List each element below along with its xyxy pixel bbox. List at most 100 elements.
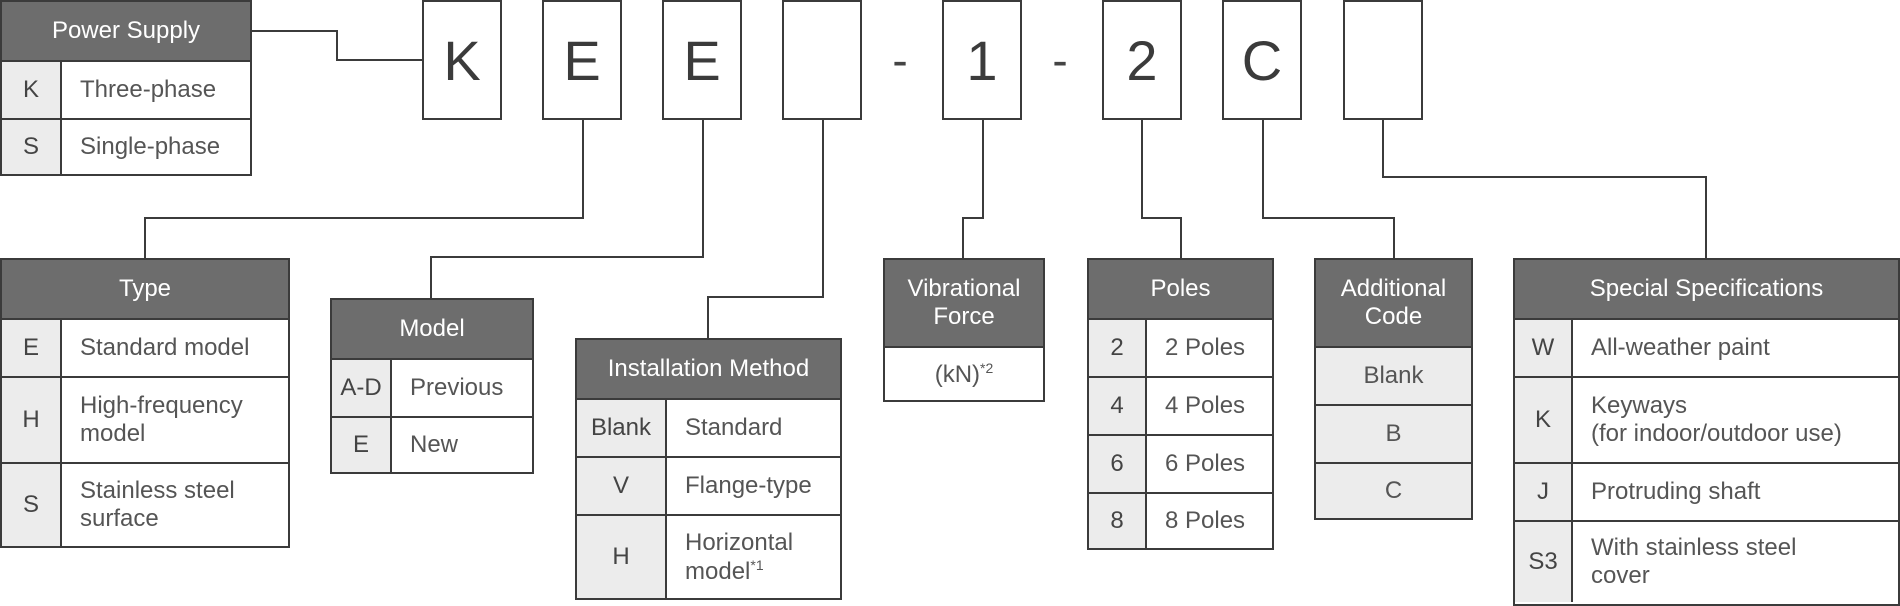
- code-char-model: E: [662, 0, 742, 120]
- code-char-power-supply: K: [422, 0, 502, 120]
- row-code: E: [2, 320, 62, 376]
- row-code: W: [1515, 320, 1573, 376]
- row-code: S: [2, 120, 62, 174]
- table-row: E Standard model: [2, 320, 288, 376]
- code-char-additional-code: C: [1222, 0, 1302, 120]
- row-desc: 2 Poles: [1165, 334, 1246, 362]
- code-separator: -: [892, 34, 908, 86]
- row-code: 6: [1089, 436, 1147, 492]
- table-row: 6 6 Poles: [1089, 434, 1272, 492]
- table-row: S Stainless steel surface: [2, 462, 288, 546]
- row-desc: Standard: [685, 414, 783, 442]
- row-desc: 8 Poles: [1165, 507, 1246, 535]
- additional-code-value: Blank: [1316, 348, 1471, 404]
- row-code: S3: [1515, 522, 1573, 602]
- table-row: V Flange-type: [577, 456, 840, 514]
- row-code: V: [577, 458, 667, 514]
- connector-poles: [1141, 119, 1182, 258]
- table-row: S Single-phase: [2, 118, 250, 174]
- table-row: B: [1316, 404, 1471, 462]
- connector-vibrational-force: [962, 119, 984, 258]
- type-title: Type: [2, 260, 288, 320]
- connector-additional-code: [1262, 119, 1395, 258]
- desc-text: Horizontal model: [685, 528, 794, 585]
- row-desc: 4 Poles: [1165, 392, 1246, 420]
- installation-method-title: Installation Method: [577, 340, 840, 400]
- row-code: Blank: [577, 400, 667, 456]
- connector-installation: [707, 119, 824, 338]
- row-code: J: [1515, 464, 1573, 520]
- row-desc: New: [410, 431, 459, 459]
- special-specifications-table: Special Specifications W All-weather pai…: [1513, 258, 1900, 606]
- table-row: C: [1316, 462, 1471, 518]
- connector-special-specs: [1382, 119, 1707, 258]
- value-text: (kN): [934, 360, 981, 388]
- row-desc: 6 Poles: [1165, 450, 1246, 478]
- row-code: K: [1515, 378, 1573, 462]
- code-char-special-specs: [1343, 0, 1423, 120]
- row-desc: Three-phase: [80, 76, 217, 104]
- row-desc: Standard model: [80, 334, 250, 362]
- table-row: Blank: [1316, 348, 1471, 404]
- connector-model: [430, 119, 704, 299]
- row-desc: Keyways (for indoor/outdoor use): [1591, 392, 1842, 447]
- power-supply-title: Power Supply: [2, 2, 250, 62]
- row-desc: Horizontal model*1: [667, 516, 840, 598]
- table-row: 4 4 Poles: [1089, 376, 1272, 434]
- row-code: 8: [1089, 494, 1147, 548]
- table-row: A-D Previous: [332, 360, 532, 416]
- additional-code-title: Additional Code: [1316, 260, 1471, 348]
- table-row: 8 8 Poles: [1089, 492, 1272, 548]
- table-row: K Keyways (for indoor/outdoor use): [1515, 376, 1898, 462]
- row-code: 2: [1089, 320, 1147, 376]
- table-row: H High-frequency model: [2, 376, 288, 462]
- code-char-type: E: [542, 0, 622, 120]
- row-code: E: [332, 418, 392, 472]
- table-row: J Protruding shaft: [1515, 462, 1898, 520]
- additional-code-value: B: [1316, 406, 1471, 462]
- row-code: S: [2, 464, 62, 546]
- connector-type: [144, 119, 584, 258]
- row-code: K: [2, 62, 62, 118]
- special-specifications-title: Special Specifications: [1515, 260, 1898, 320]
- row-desc: With stainless steel cover: [1591, 534, 1797, 589]
- poles-table: Poles 2 2 Poles 4 4 Poles 6 6 Poles 8 8 …: [1087, 258, 1274, 550]
- row-code: 4: [1089, 378, 1147, 434]
- code-char-vibrational-force: 1: [942, 0, 1022, 120]
- table-row: (kN)*2: [885, 348, 1043, 400]
- footnote-marker: *1: [750, 556, 764, 573]
- table-row: 2 2 Poles: [1089, 320, 1272, 376]
- type-table: Type E Standard model H High-frequency m…: [0, 258, 290, 548]
- model-table: Model A-D Previous E New: [330, 298, 534, 474]
- model-title: Model: [332, 300, 532, 360]
- row-code: H: [2, 378, 62, 462]
- footnote-marker: *2: [980, 359, 994, 376]
- row-desc: Previous: [410, 374, 504, 402]
- row-desc: High-frequency model: [80, 392, 243, 447]
- row-code: H: [577, 516, 667, 598]
- additional-code-value: C: [1316, 464, 1471, 518]
- table-row: K Three-phase: [2, 62, 250, 118]
- row-desc: Protruding shaft: [1591, 478, 1761, 506]
- row-desc: Stainless steel surface: [80, 477, 235, 532]
- table-row: W All-weather paint: [1515, 320, 1898, 376]
- code-char-installation: [782, 0, 862, 120]
- table-row: H Horizontal model*1: [577, 514, 840, 598]
- vibrational-force-table: Vibrational Force (kN)*2: [883, 258, 1045, 402]
- row-desc: Flange-type: [685, 472, 812, 500]
- table-row: S3 With stainless steel cover: [1515, 520, 1898, 602]
- connector-power-supply: [251, 30, 422, 61]
- code-char-poles: 2: [1102, 0, 1182, 120]
- vibrational-force-value: (kN)*2: [885, 348, 1043, 400]
- vibrational-force-title: Vibrational Force: [885, 260, 1043, 348]
- row-desc: Single-phase: [80, 133, 221, 161]
- row-code: A-D: [332, 360, 392, 416]
- code-separator: -: [1052, 34, 1068, 86]
- row-desc: All-weather paint: [1591, 334, 1770, 362]
- installation-method-table: Installation Method Blank Standard V Fla…: [575, 338, 842, 600]
- table-row: Blank Standard: [577, 400, 840, 456]
- additional-code-table: Additional Code Blank B C: [1314, 258, 1473, 520]
- poles-title: Poles: [1089, 260, 1272, 320]
- table-row: E New: [332, 416, 532, 472]
